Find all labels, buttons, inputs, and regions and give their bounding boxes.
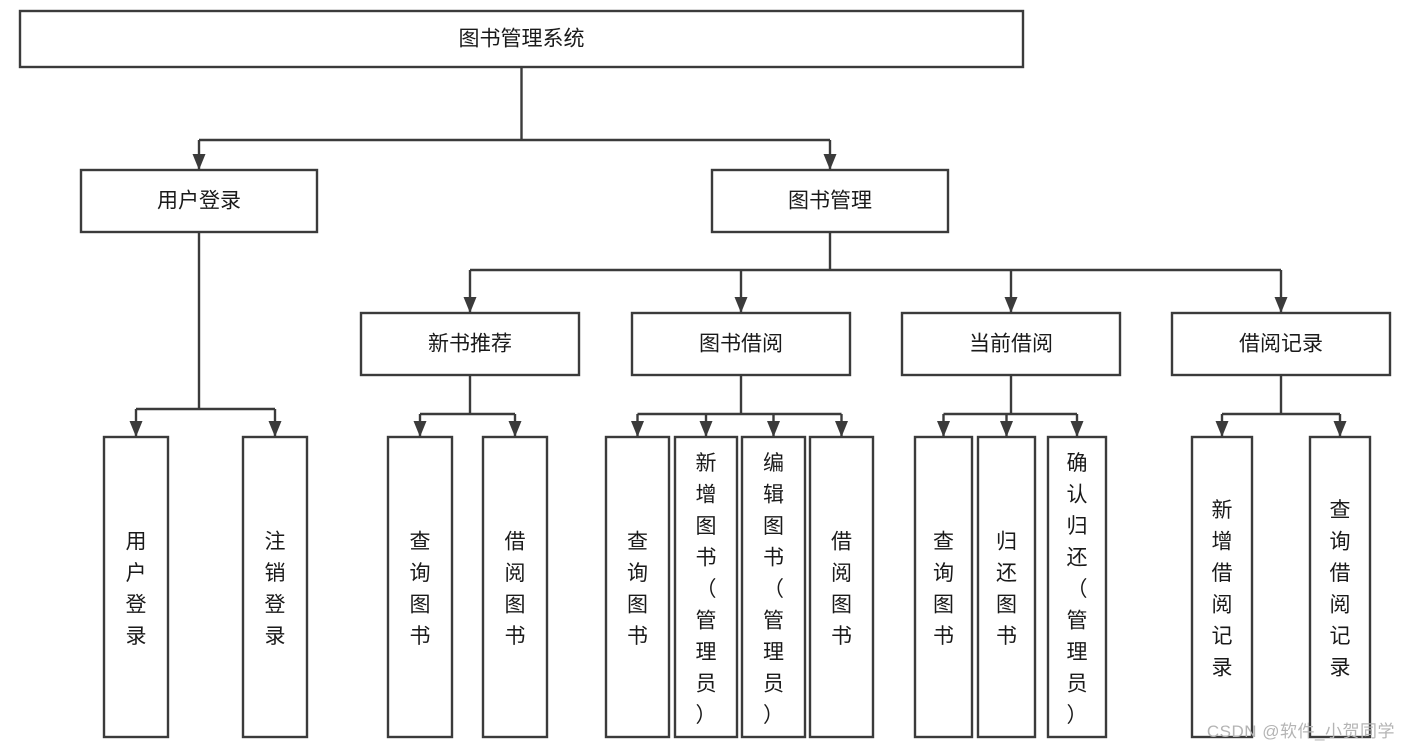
node-login[interactable]: 用户登录 bbox=[79, 168, 319, 234]
node-label: 图书管理系统 bbox=[459, 28, 585, 51]
arrow-head-icon bbox=[937, 421, 950, 437]
node-box[interactable] bbox=[740, 435, 807, 739]
connector-layer bbox=[129, 67, 1347, 437]
node-leaf-nb-query[interactable]: 查询图书 bbox=[386, 435, 454, 739]
arrow-head-icon bbox=[508, 421, 522, 437]
node-box[interactable] bbox=[976, 435, 1037, 739]
node-box[interactable] bbox=[900, 311, 1122, 377]
node-label: 当前借阅 bbox=[969, 333, 1053, 356]
node-borrow[interactable]: 图书借阅 bbox=[630, 311, 852, 377]
node-box[interactable] bbox=[359, 311, 581, 377]
node-leaf-bw-add[interactable]: 新增图书（管理员） bbox=[673, 435, 739, 739]
arrow-head-icon bbox=[767, 421, 780, 437]
node-label: 注销登录 bbox=[265, 531, 286, 649]
node-leaf-rec-add[interactable]: 新增借阅记录 bbox=[1190, 435, 1254, 739]
node-box[interactable] bbox=[241, 435, 309, 739]
node-box[interactable] bbox=[1308, 435, 1372, 739]
node-label: 查询图书 bbox=[410, 531, 431, 649]
node-leaf-cur-confirm[interactable]: 确认归还（管理员） bbox=[1046, 435, 1108, 739]
node-leaf-bw-lend[interactable]: 借阅图书 bbox=[808, 435, 875, 739]
node-box[interactable] bbox=[1046, 435, 1108, 739]
arrow-head-icon bbox=[463, 297, 477, 313]
node-label: 查询图书 bbox=[627, 531, 648, 649]
node-label: 查询图书 bbox=[933, 531, 954, 649]
arrow-head-icon bbox=[129, 421, 143, 437]
arrow-head-icon bbox=[631, 421, 644, 437]
node-label: 用户登录 bbox=[126, 531, 147, 649]
node-box[interactable] bbox=[673, 435, 739, 739]
node-leaf-rec-query[interactable]: 查询借阅记录 bbox=[1308, 435, 1372, 739]
arrow-head-icon bbox=[1070, 421, 1084, 437]
node-box[interactable] bbox=[710, 168, 950, 234]
arrow-head-icon bbox=[823, 154, 837, 170]
arrow-head-icon bbox=[1274, 297, 1288, 313]
node-leaf-cur-return[interactable]: 归还图书 bbox=[976, 435, 1037, 739]
node-label: 图书借阅 bbox=[699, 333, 783, 356]
arrow-head-icon bbox=[268, 421, 282, 437]
node-box[interactable] bbox=[102, 435, 170, 739]
node-label: 编辑图书（管理员） bbox=[763, 452, 784, 727]
node-label: 借阅记录 bbox=[1239, 333, 1323, 356]
node-label: 新增图书（管理员） bbox=[696, 452, 717, 727]
arrow-head-icon bbox=[699, 421, 713, 437]
node-record[interactable]: 借阅记录 bbox=[1170, 311, 1392, 377]
arrow-head-icon bbox=[734, 297, 748, 313]
arrow-head-icon bbox=[413, 421, 427, 437]
node-leaf-bw-query[interactable]: 查询图书 bbox=[604, 435, 671, 739]
arrow-head-icon bbox=[192, 154, 206, 170]
node-box[interactable] bbox=[808, 435, 875, 739]
node-leaf-nb-borrow[interactable]: 借阅图书 bbox=[481, 435, 549, 739]
node-leaf-user-logout[interactable]: 注销登录 bbox=[241, 435, 309, 739]
node-box[interactable] bbox=[386, 435, 454, 739]
node-label: 新书推荐 bbox=[428, 333, 512, 356]
node-current[interactable]: 当前借阅 bbox=[900, 311, 1122, 377]
node-label: 借阅图书 bbox=[831, 531, 852, 649]
node-leaf-cur-query[interactable]: 查询图书 bbox=[913, 435, 974, 739]
node-label: 查询借阅记录 bbox=[1330, 499, 1351, 680]
node-label: 借阅图书 bbox=[505, 531, 526, 649]
node-label: 图书管理 bbox=[788, 190, 872, 213]
node-box[interactable] bbox=[604, 435, 671, 739]
node-box[interactable] bbox=[79, 168, 319, 234]
node-label: 新增借阅记录 bbox=[1212, 499, 1233, 680]
node-box[interactable] bbox=[913, 435, 974, 739]
arrow-head-icon bbox=[1333, 421, 1347, 437]
node-leaf-bw-edit[interactable]: 编辑图书（管理员） bbox=[740, 435, 807, 739]
arrow-head-icon bbox=[1215, 421, 1229, 437]
node-box[interactable] bbox=[18, 9, 1025, 69]
arrow-head-icon bbox=[835, 421, 848, 437]
node-box[interactable] bbox=[481, 435, 549, 739]
node-root[interactable]: 图书管理系统 bbox=[18, 9, 1025, 69]
node-label: 归还图书 bbox=[996, 531, 1017, 649]
arrow-head-icon bbox=[1004, 297, 1018, 313]
node-layer: 图书管理系统用户登录图书管理新书推荐图书借阅当前借阅借阅记录用户登录注销登录查询… bbox=[18, 9, 1392, 739]
node-label: 确认归还（管理员） bbox=[1067, 452, 1088, 727]
node-box[interactable] bbox=[1190, 435, 1254, 739]
node-leaf-user-login[interactable]: 用户登录 bbox=[102, 435, 170, 739]
node-newbook[interactable]: 新书推荐 bbox=[359, 311, 581, 377]
node-box[interactable] bbox=[1170, 311, 1392, 377]
node-bookmgmt[interactable]: 图书管理 bbox=[710, 168, 950, 234]
node-label: 用户登录 bbox=[157, 190, 241, 213]
arrow-head-icon bbox=[1000, 421, 1013, 437]
node-box[interactable] bbox=[630, 311, 852, 377]
